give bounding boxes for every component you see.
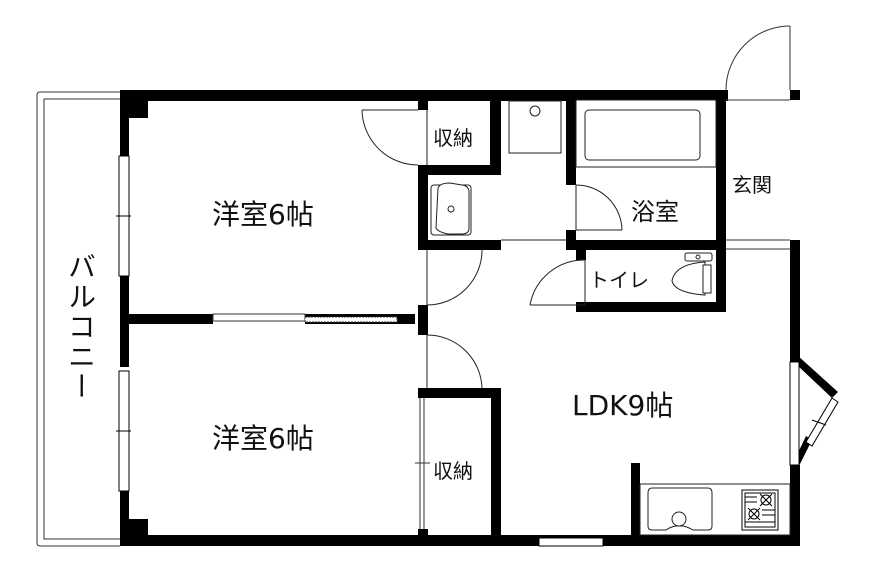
room-label-western-2: 洋室6帖 bbox=[212, 422, 314, 455]
room-label-western-1: 洋室6帖 bbox=[212, 198, 314, 231]
room-label-bathroom: 浴室 bbox=[631, 198, 679, 226]
entrance-lines bbox=[725, 25, 791, 250]
room-label-entrance: 玄関 bbox=[732, 173, 772, 197]
toilet-bowl bbox=[671, 252, 713, 296]
bay-window bbox=[789, 361, 839, 466]
bathtub bbox=[575, 99, 717, 168]
room-label-toilet: トイレ bbox=[589, 268, 649, 292]
balcony-outline bbox=[36, 91, 120, 547]
washbasin bbox=[430, 182, 472, 236]
closet-door bbox=[415, 398, 430, 529]
room-label-ldk: LDK9帖 bbox=[572, 389, 674, 422]
door-swings bbox=[361, 109, 623, 389]
washing-machine-pan bbox=[508, 100, 562, 154]
sliding-door bbox=[212, 313, 398, 323]
room-label-balcony: バルコニー bbox=[64, 252, 97, 402]
room-label-closet-1: 収納 bbox=[433, 126, 473, 150]
ldk-window bbox=[538, 537, 604, 547]
room-label-closet-2: 収納 bbox=[433, 459, 473, 483]
balcony-windows bbox=[116, 155, 131, 492]
gas-stove bbox=[741, 489, 779, 531]
